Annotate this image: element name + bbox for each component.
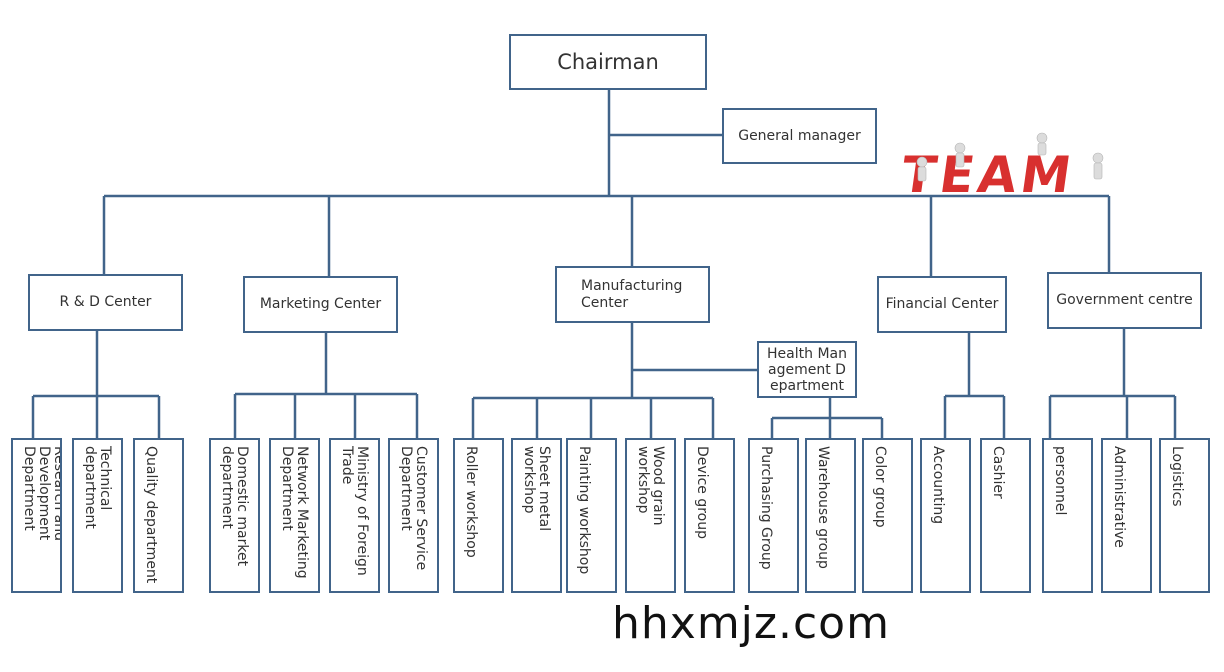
dept-color-label: Color group <box>872 446 888 528</box>
manufacturing-center-box: Manufacturing Center <box>555 266 710 323</box>
dept-cashier-label: Cashier <box>990 446 1006 499</box>
health-management-label: Health Man agement D epartment <box>767 345 847 394</box>
team-logo-text: TEAM <box>902 145 1079 198</box>
rd-center-label: R & D Center <box>59 294 152 310</box>
dept-foreign: Ministry of Foreign Trade <box>329 438 380 593</box>
health-management-box: Health Man agement D epartment <box>757 341 857 398</box>
watermark-text: hhxmjz.com <box>612 598 890 649</box>
dept-wood: Wood grain workshop <box>625 438 676 593</box>
dept-customer-label: Customer Service Department <box>398 446 429 571</box>
dept-research-label: Research and Development Department <box>21 446 62 542</box>
dept-personnel: personnel <box>1042 438 1093 593</box>
dept-device-label: Device group <box>694 446 710 539</box>
dept-wood-label: Wood grain workshop <box>635 446 666 526</box>
marketing-center-box: Marketing Center <box>243 276 398 333</box>
financial-center-box: Financial Center <box>877 276 1007 333</box>
team-logo-image: TEAM <box>902 132 1104 198</box>
dept-painting: Painting workshop <box>566 438 617 593</box>
marketing-center-label: Marketing Center <box>259 296 382 312</box>
dept-logistics-label: Logistics <box>1169 446 1185 507</box>
dept-warehouse: Warehouse group <box>805 438 856 593</box>
dept-technical: Technical department <box>72 438 123 593</box>
dept-painting-label: Painting workshop <box>576 446 592 575</box>
financial-center-label: Financial Center <box>885 296 999 312</box>
chairman-label: Chairman <box>557 49 659 74</box>
dept-warehouse-label: Warehouse group <box>815 446 831 569</box>
dept-sheet: Sheet metal workshop <box>511 438 562 593</box>
dept-purchasing-label: Purchasing Group <box>758 446 774 570</box>
dept-quality: Quality department <box>133 438 184 593</box>
dept-device: Device group <box>684 438 735 593</box>
dept-accounting-label: Accounting <box>930 446 946 525</box>
government-centre-label: Government centre <box>1056 292 1193 308</box>
general-manager-box: General manager <box>722 108 877 164</box>
dept-administrative-label: Administrative <box>1111 446 1127 548</box>
dept-color: Color group <box>862 438 913 593</box>
dept-customer: Customer Service Department <box>388 438 439 593</box>
dept-domestic: Domestic market department <box>209 438 260 593</box>
rd-center-box: R & D Center <box>28 274 183 331</box>
dept-network-label: Network Marketing Department <box>279 446 310 579</box>
chairman-box: Chairman <box>509 34 707 90</box>
dept-network: Network Marketing Department <box>269 438 320 593</box>
general-manager-label: General manager <box>738 127 861 144</box>
dept-foreign-label: Ministry of Foreign Trade <box>339 446 370 576</box>
dept-technical-label: Technical department <box>82 446 113 529</box>
manufacturing-center-label: Manufacturing Center <box>581 277 683 311</box>
dept-sheet-label: Sheet metal workshop <box>521 446 552 532</box>
dept-roller-label: Roller workshop <box>463 446 479 558</box>
dept-quality-label: Quality department <box>143 446 159 584</box>
dept-roller: Roller workshop <box>453 438 504 593</box>
dept-domestic-label: Domestic market department <box>219 446 250 567</box>
dept-accounting: Accounting <box>920 438 971 593</box>
dept-personnel-label: personnel <box>1052 446 1068 516</box>
dept-cashier: Cashier <box>980 438 1031 593</box>
dept-logistics: Logistics <box>1159 438 1210 593</box>
dept-research: Research and Development Department <box>11 438 62 593</box>
dept-administrative: Administrative <box>1101 438 1152 593</box>
government-centre-box: Government centre <box>1047 272 1202 329</box>
dept-purchasing: Purchasing Group <box>748 438 799 593</box>
